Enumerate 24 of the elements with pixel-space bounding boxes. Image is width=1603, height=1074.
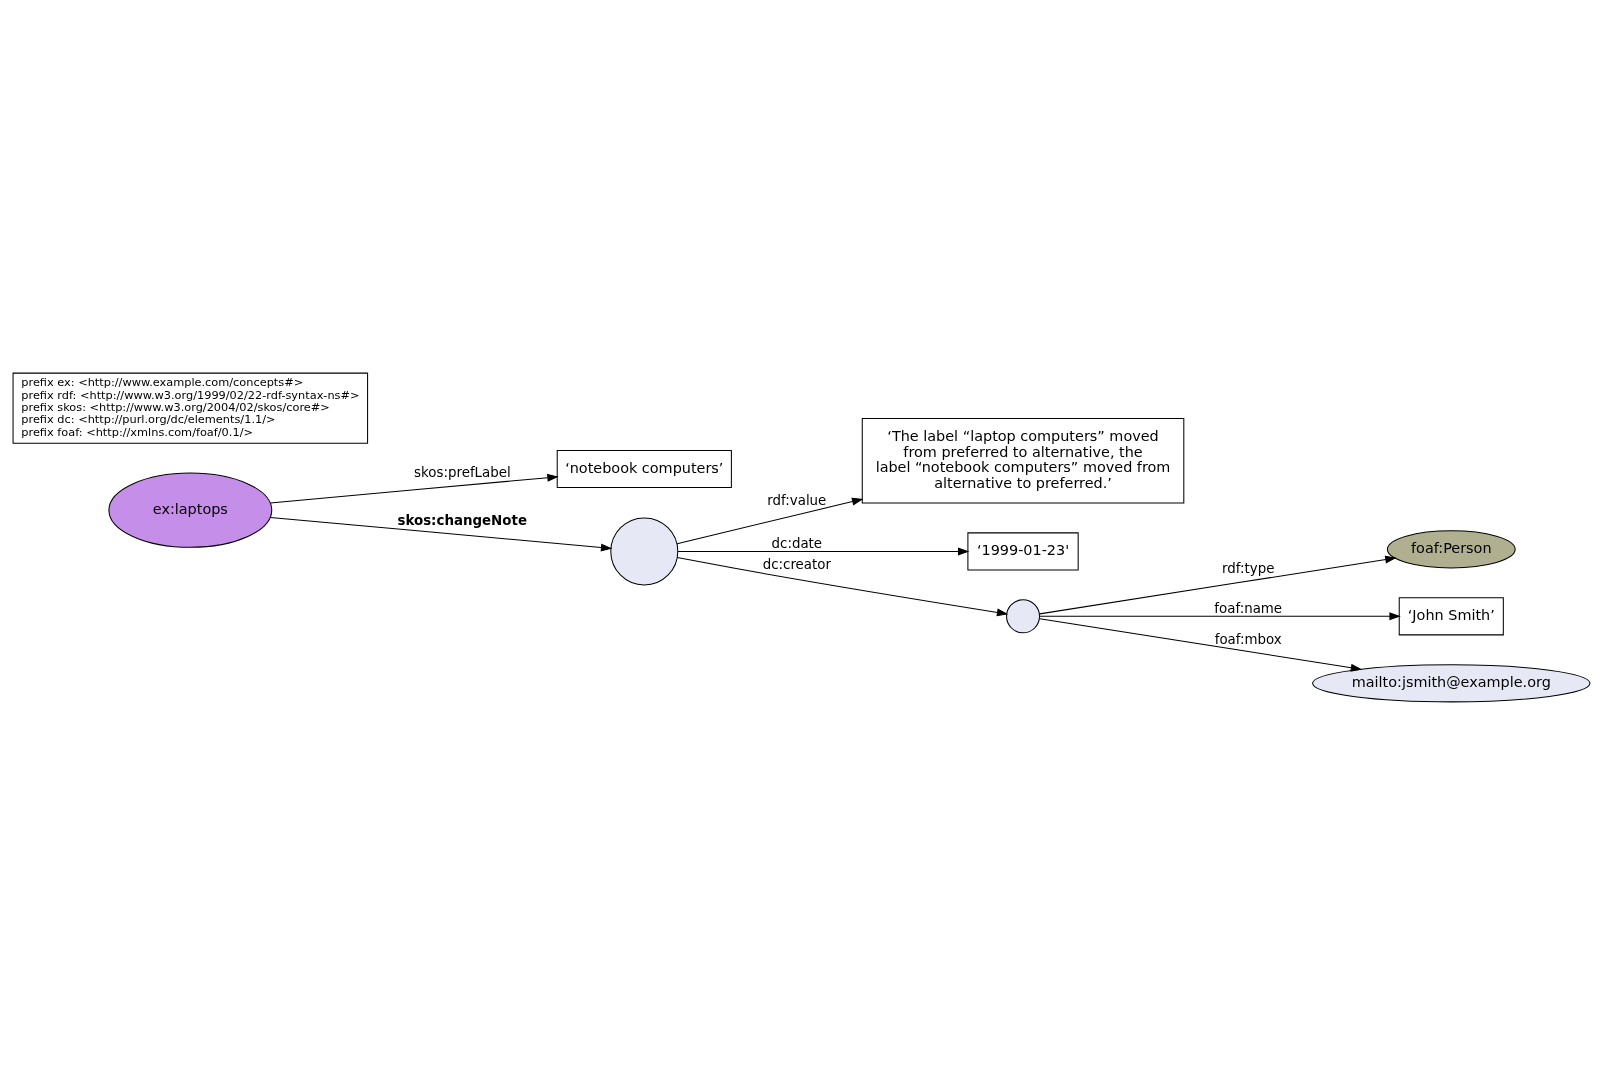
arrow bbox=[269, 516, 613, 551]
node-box: ‘John Smith’ bbox=[1398, 596, 1504, 635]
node-box: ‘1999-01-23' bbox=[967, 531, 1079, 570]
edge-label: skos:prefLabel bbox=[414, 464, 511, 480]
edge-label: foaf:name bbox=[1214, 600, 1283, 616]
arrow bbox=[676, 497, 864, 544]
edge-label: rdf:value bbox=[767, 492, 827, 508]
node-ellipse: ex:laptops bbox=[108, 472, 273, 548]
arrow bbox=[1039, 617, 1363, 672]
edge-label: dc:creator bbox=[762, 556, 831, 572]
arrow bbox=[1039, 555, 1397, 614]
node-box: prefix ex: <http://www.example.com/concepts#> prefix rdf: <http://www.w3.org/1999/02/22-rdf-syntax-ns#> prefix skos: <http://www.w3.org/2004/02/skos/core#> prefix dc: <http://purl.org/dc/elements/1.1/> prefix foaf: <http://xmlns.com/foaf/0.1/> bbox=[12, 372, 369, 444]
edge-label: rdf:type bbox=[1222, 560, 1275, 576]
edge-label: foaf:mbox bbox=[1214, 631, 1282, 647]
arrow bbox=[676, 556, 1009, 616]
arrow bbox=[677, 546, 970, 555]
node-box: ‘The label “laptop computers” moved from preferred to alternative, the label “notebook computers” moved from alternative to preferred.’ bbox=[861, 417, 1185, 503]
node-circle bbox=[610, 516, 679, 585]
node-circle bbox=[1006, 598, 1041, 633]
edge-label: dc:date bbox=[771, 535, 823, 551]
edge-label: skos:changeNote bbox=[397, 512, 527, 528]
arrow bbox=[1039, 611, 1401, 620]
node-box: ‘notebook computers’ bbox=[556, 449, 732, 488]
arrow bbox=[269, 473, 559, 503]
